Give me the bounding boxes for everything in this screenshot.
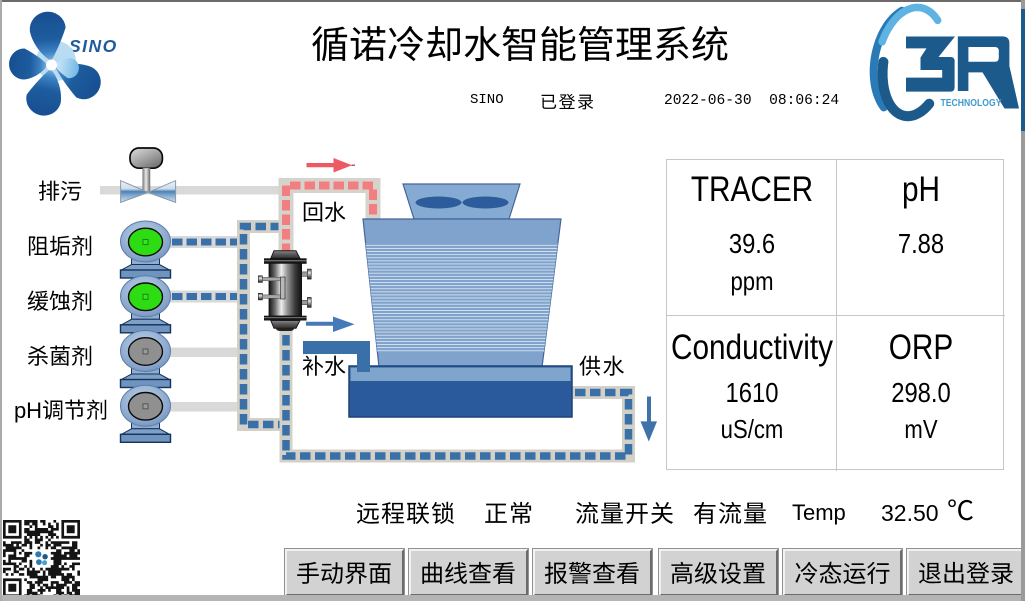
svg-text:TECHNOLOGY: TECHNOLOGY xyxy=(941,97,1002,109)
